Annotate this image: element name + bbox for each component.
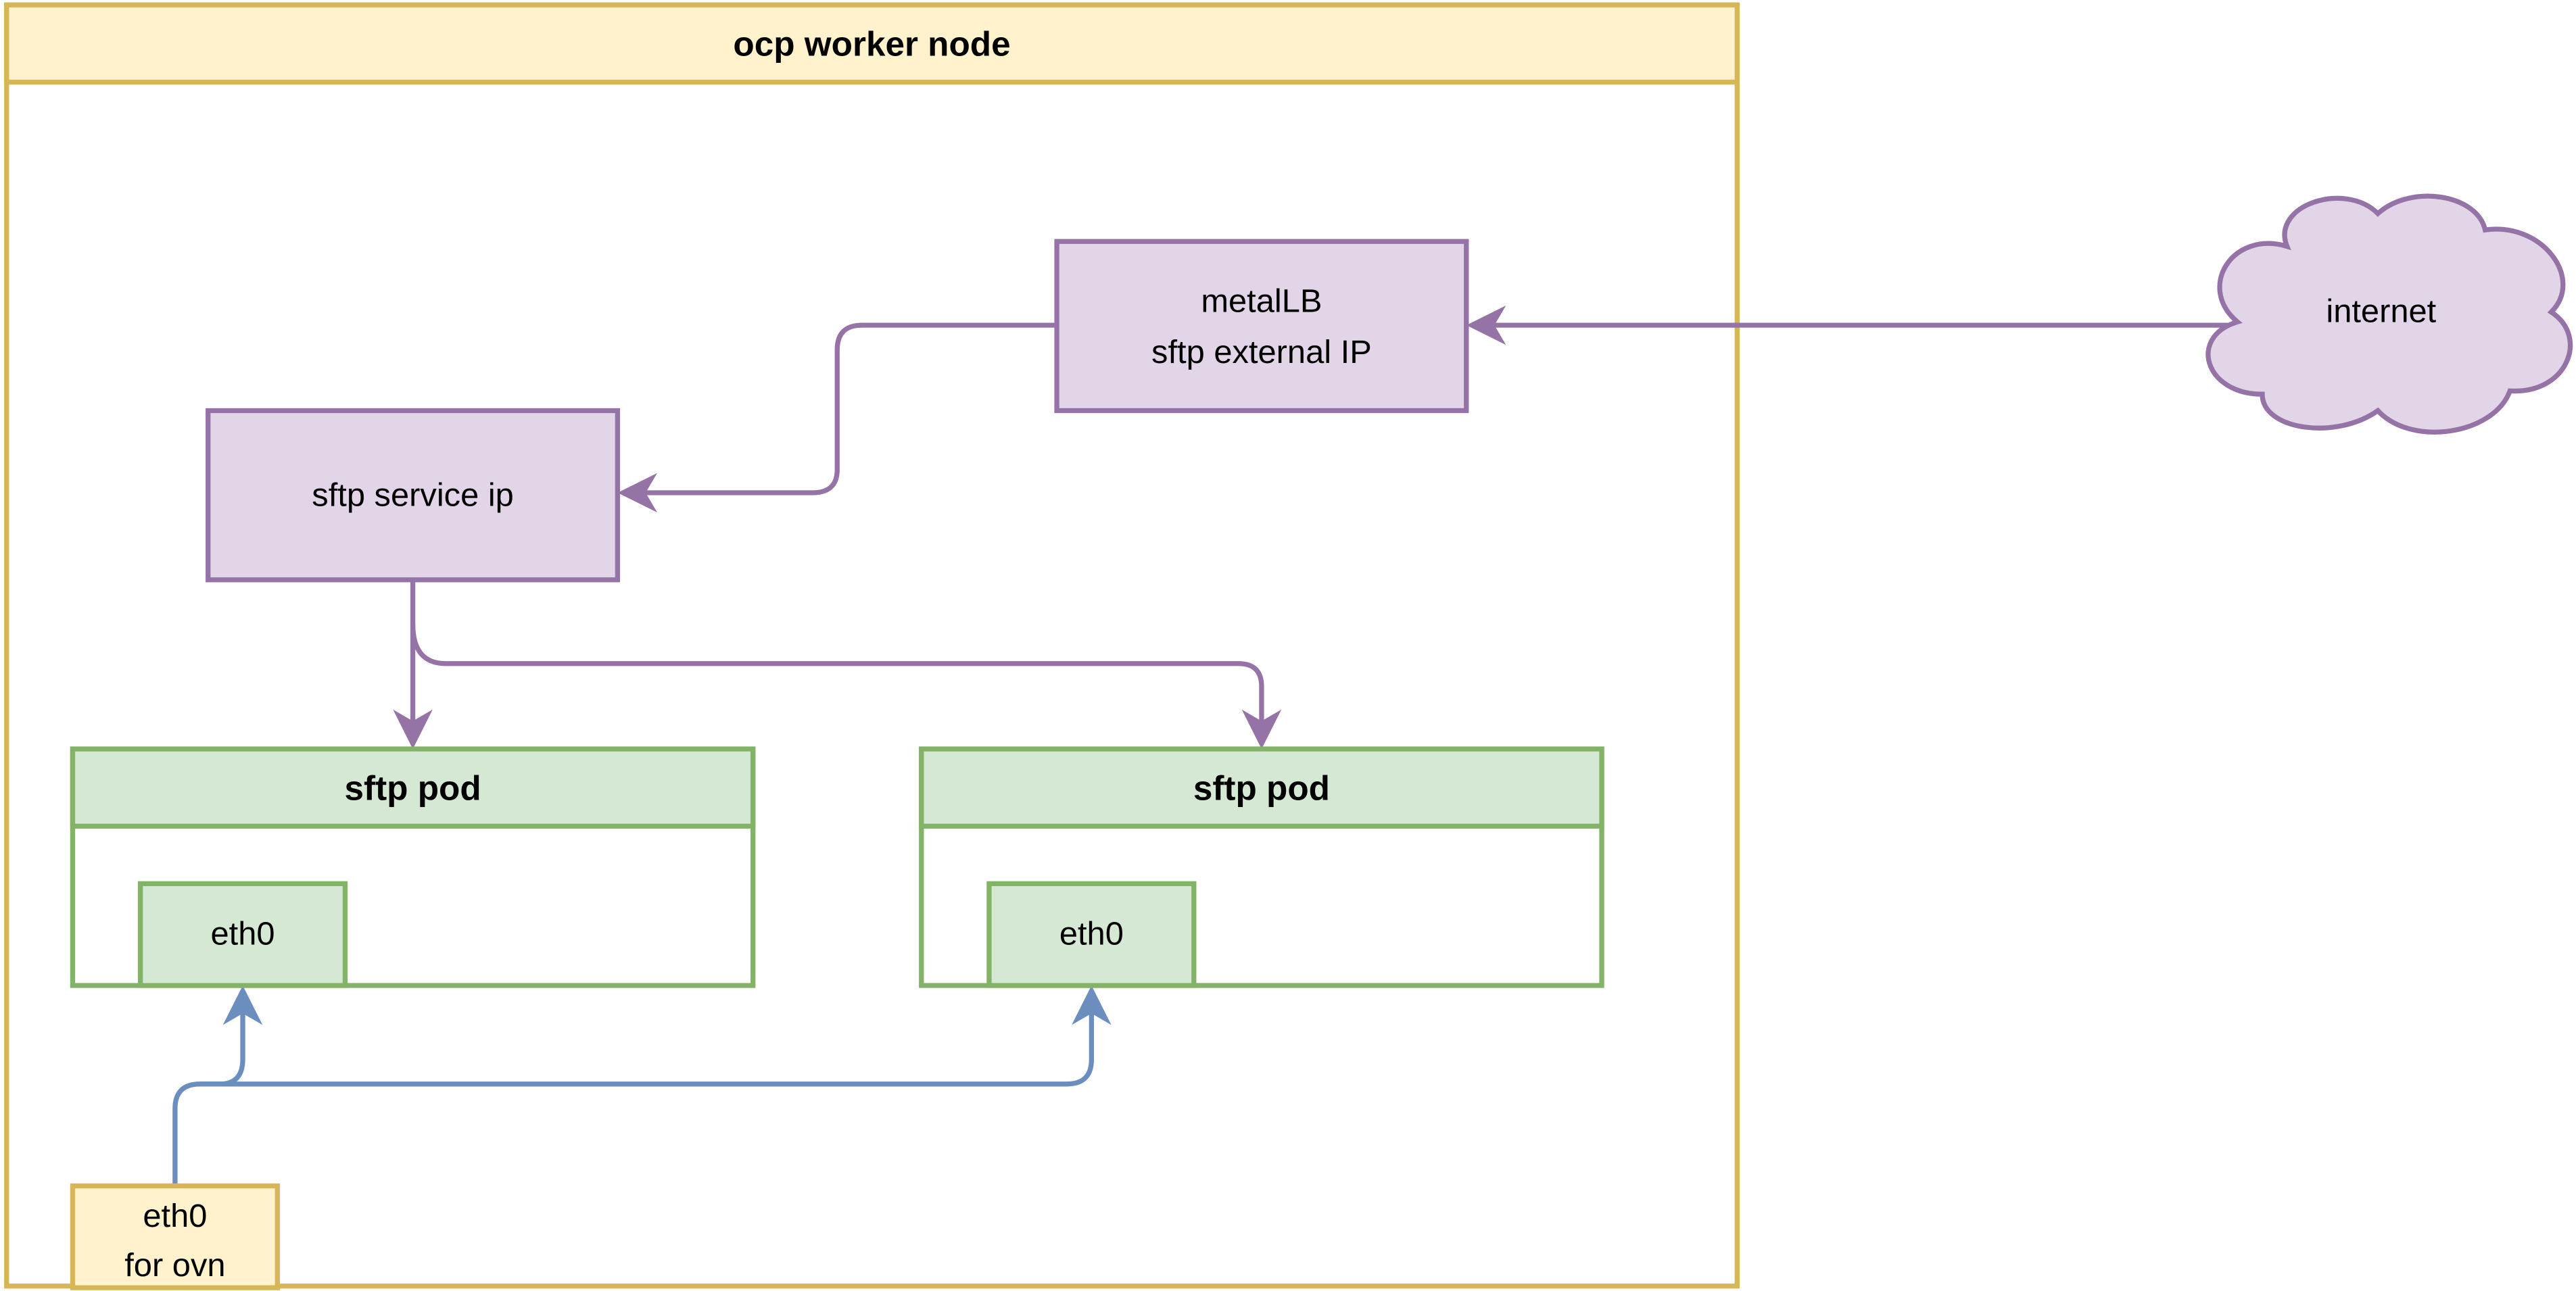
edge-metallb-to-service [634,322,1057,495]
metallb-label: metalLB [1201,283,1322,320]
host-eth0-sublabel: for ovn [124,1247,225,1284]
arrow-head-metallb [1466,305,1506,345]
sftp-pod-2[interactable]: sftp pod eth0 [919,746,1604,988]
host-eth0-ovn[interactable]: eth0 for ovn [70,1183,280,1290]
pod-2-title: sftp pod [1193,769,1330,808]
internet-cloud[interactable]: internet [2205,193,2573,435]
pod-1-header [70,746,756,829]
metallb-sublabel: sftp external IP [1151,334,1372,370]
sftp-pod-1[interactable]: sftp pod eth0 [70,746,756,988]
host-eth0-label: eth0 [143,1198,207,1234]
sftp-service-label: sftp service ip [312,477,514,514]
pod-2-header [919,746,1604,829]
arrow-head-pod1-eth0 [222,985,263,1025]
pod-2-eth0-label: eth0 [1059,915,1124,952]
pod-1-eth0-label: eth0 [210,915,275,952]
arrow-head-service [617,472,658,513]
arrow-head-pod2 [1241,709,1282,750]
pod-2-eth0[interactable]: eth0 [986,881,1197,988]
worker-node-header [4,2,1740,85]
edge-ovn-to-pod2-eth0 [199,1005,1095,1087]
worker-node-title: ocp worker node [733,25,1010,64]
internet-label: internet [2326,293,2436,329]
edge-service-to-pod2 [410,624,1264,731]
metallb-box[interactable]: metalLB sftp external IP [1054,239,1469,414]
pod-1-eth0[interactable]: eth0 [137,881,348,988]
arrow-head-pod1 [393,709,433,750]
pod-1-title: sftp pod [344,769,481,808]
cloud-icon [2205,193,2573,435]
worker-node-container[interactable]: ocp worker node [4,2,1740,1289]
sftp-service-box[interactable]: sftp service ip [206,408,621,583]
arrow-head-pod2-eth0 [1072,985,1112,1025]
